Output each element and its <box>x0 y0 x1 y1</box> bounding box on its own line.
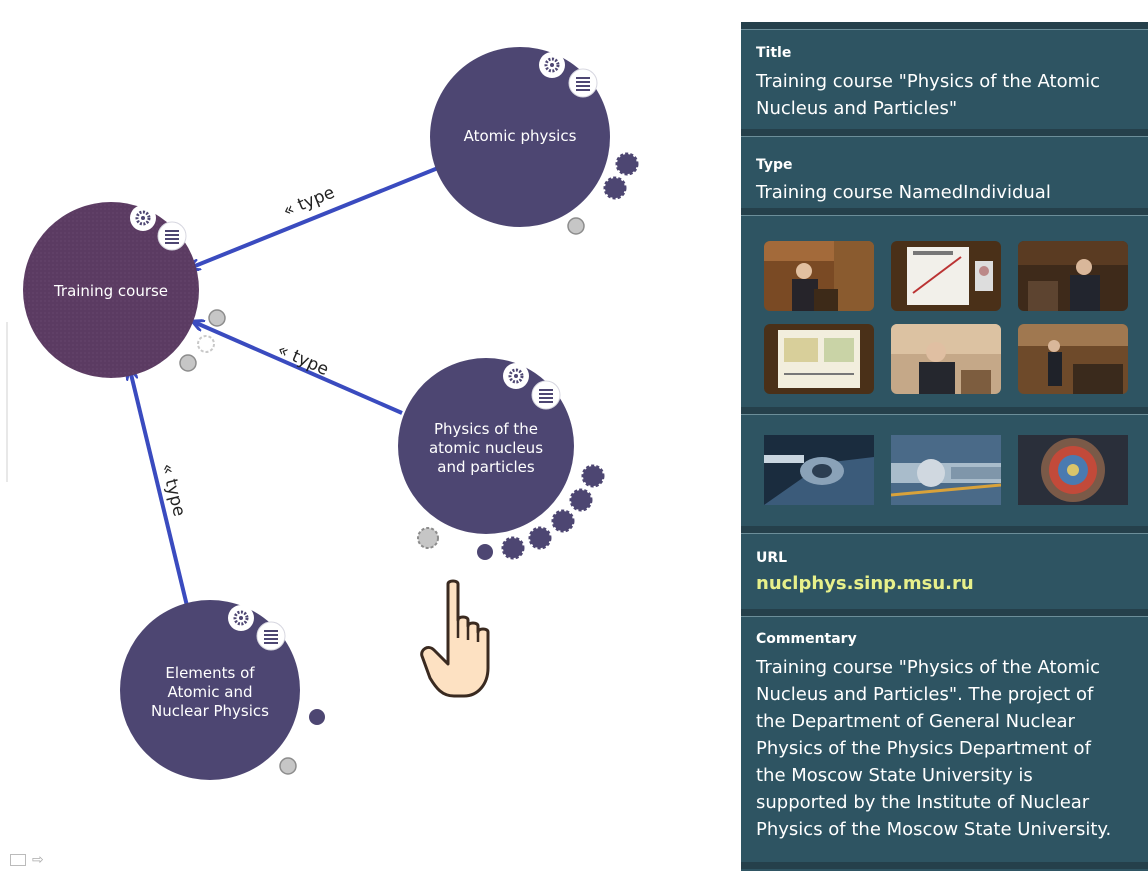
panel-divider <box>741 609 1148 616</box>
panel-divider <box>741 862 1148 869</box>
satellite-gear-icon[interactable] <box>551 509 575 533</box>
satellite-gear-icon[interactable] <box>603 176 627 200</box>
satellite-gear-icon[interactable] <box>197 335 215 353</box>
edge-elements-to-training[interactable] <box>130 370 190 611</box>
commentary-section: Commentary Training course "Physics of t… <box>741 616 1148 863</box>
satellite-gear-icon[interactable] <box>417 527 439 549</box>
url-section: URL nuclphys.sinp.msu.ru <box>741 533 1148 610</box>
panel-divider <box>741 22 1148 29</box>
node-training-course[interactable] <box>23 202 199 378</box>
gear-icon[interactable] <box>228 605 254 631</box>
satellite-gear-icon[interactable] <box>501 536 525 560</box>
satellite-dot[interactable] <box>279 757 297 775</box>
scroll-track <box>6 322 8 482</box>
satellite-dot[interactable] <box>208 309 226 327</box>
graph-canvas <box>23 47 639 780</box>
commentary-label: Commentary <box>756 631 857 647</box>
panel-divider <box>741 208 1148 215</box>
image-gallery <box>741 414 1148 527</box>
list-icon[interactable] <box>256 621 286 651</box>
hand-pointer-icon <box>420 579 490 698</box>
node-atomic-physics[interactable] <box>430 47 610 227</box>
list-icon[interactable] <box>568 68 598 98</box>
video-thumbnail-lecture-1[interactable] <box>764 241 874 311</box>
node-elements[interactable] <box>120 600 300 780</box>
title-value: Training course "Physics of the Atomic N… <box>756 71 1101 119</box>
satellite-gear-icon[interactable] <box>581 464 605 488</box>
info-panel: Title Training course "Physics of the At… <box>741 22 1148 871</box>
video-thumbnail-slide-2[interactable] <box>764 324 874 394</box>
satellite-gear-icon[interactable] <box>615 152 639 176</box>
panel-divider <box>741 407 1148 414</box>
gear-icon[interactable] <box>503 363 529 389</box>
url-link[interactable]: nuclphys.sinp.msu.ru <box>756 573 974 594</box>
title-label: Title <box>756 45 792 61</box>
satellite-dot[interactable] <box>179 354 197 372</box>
satellite-dot[interactable] <box>477 544 493 560</box>
video-gallery <box>741 215 1148 408</box>
image-thumbnail-collider-2[interactable] <box>891 435 1001 505</box>
video-thumbnail-lecture-3[interactable] <box>891 324 1001 394</box>
title-section: Title Training course "Physics of the At… <box>741 29 1148 130</box>
type-section: Type Training course NamedIndividual <box>741 136 1148 209</box>
list-icon[interactable] <box>531 380 561 410</box>
edge-nucleus-to-training[interactable] <box>194 322 403 415</box>
video-thumbnail-lecture-2[interactable] <box>1018 241 1128 311</box>
panel-tab-icon[interactable] <box>10 854 26 866</box>
arrow-right-icon[interactable]: ⇨ <box>32 852 44 868</box>
video-thumbnail-slide-1[interactable] <box>891 241 1001 311</box>
panel-divider <box>741 526 1148 533</box>
edge-atomic-to-training[interactable] <box>190 166 439 268</box>
node-nucleus-particles[interactable] <box>398 358 574 534</box>
view-toggle[interactable]: ⇨ <box>10 852 44 868</box>
satellite-gear-icon[interactable] <box>569 488 593 512</box>
gear-icon[interactable] <box>539 52 565 78</box>
image-thumbnail-detector[interactable] <box>1018 435 1128 505</box>
panel-divider <box>741 129 1148 136</box>
gear-icon[interactable] <box>130 205 156 231</box>
satellite-dot[interactable] <box>309 709 325 725</box>
type-label: Type <box>756 157 793 173</box>
commentary-text: Training course "Physics of the Atomic N… <box>756 657 1112 840</box>
image-thumbnail-collider-1[interactable] <box>764 435 874 505</box>
satellite-gear-icon[interactable] <box>528 526 552 550</box>
type-value: Training course NamedIndividual <box>756 182 1051 203</box>
ontology-graph[interactable]: Training course Atomic physics Physics o… <box>0 0 735 871</box>
satellite-dot[interactable] <box>567 217 585 235</box>
url-label: URL <box>756 550 788 566</box>
video-thumbnail-lecture-4[interactable] <box>1018 324 1128 394</box>
list-icon[interactable] <box>157 221 187 251</box>
